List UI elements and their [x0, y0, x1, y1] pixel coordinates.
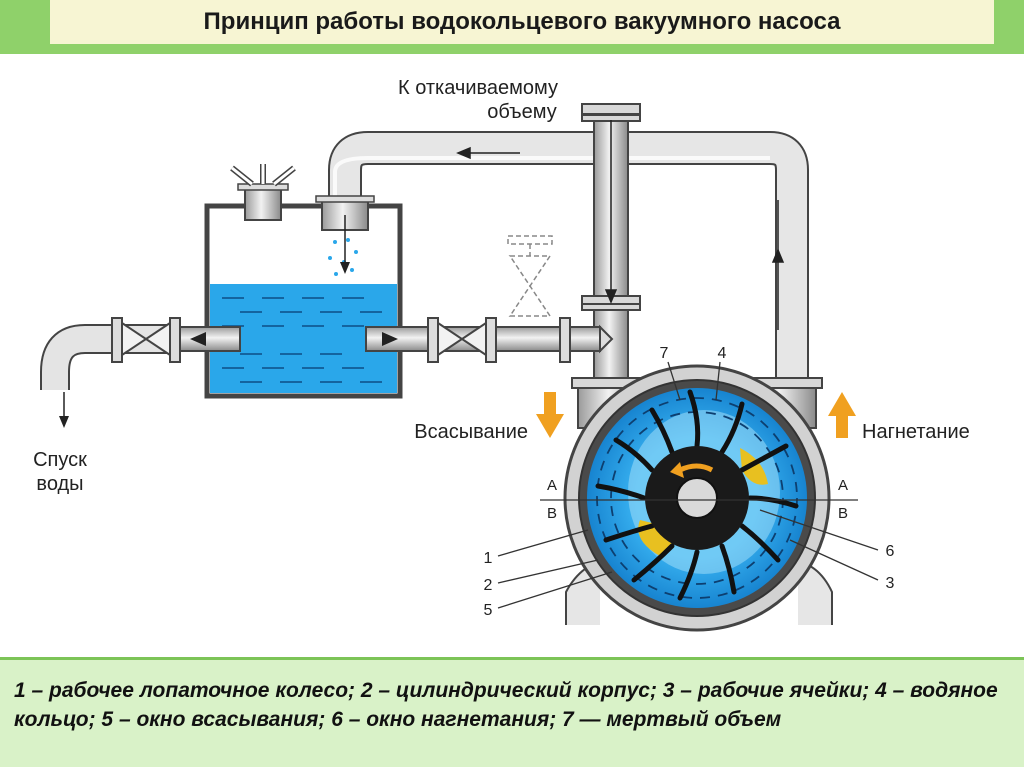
label-n7: 7	[660, 345, 669, 362]
leader-lines	[497, 361, 879, 609]
label-suction: Всасывание	[414, 421, 528, 443]
drain-pipe	[40, 317, 181, 428]
label-to-volume-1: К откачиваемому	[398, 77, 558, 99]
discharge-arrow	[828, 392, 856, 438]
label-n6: 6	[886, 543, 895, 560]
page-title: Принцип работы водокольцевого вакуумного…	[203, 8, 841, 35]
pump-diagram: К откачиваемому объему Всасывание Нагнет…	[33, 77, 970, 632]
dead-volume-upper	[740, 448, 768, 485]
water-tank	[175, 203, 429, 399]
label-n4: 4	[718, 345, 727, 362]
label-a-right: A	[838, 477, 848, 494]
label-n5: 5	[484, 602, 493, 619]
label-b-left: B	[547, 505, 557, 522]
tank-to-pump-pipe	[427, 235, 614, 363]
pump	[540, 364, 858, 632]
label-drain-1: Спуск	[33, 449, 87, 471]
title-box: Принцип работы водокольцевого вакуумного…	[50, 0, 994, 44]
label-to-volume-2: объему	[487, 101, 557, 123]
label-a-left: A	[547, 477, 557, 494]
impeller-blades	[595, 389, 799, 601]
legend-text: 1 – рабочее лопаточное колесо; 2 – цилин…	[14, 679, 998, 731]
label-b-right: B	[838, 505, 848, 522]
label-n1: 1	[484, 550, 493, 567]
label-drain-2: воды	[36, 473, 83, 495]
label-discharge: Нагнетание	[862, 421, 970, 443]
label-n3: 3	[886, 575, 895, 592]
label-n2: 2	[484, 577, 493, 594]
legend-box: 1 – рабочее лопаточное колесо; 2 – цилин…	[0, 657, 1024, 767]
suction-arrow	[536, 392, 564, 438]
tank-inlet	[315, 195, 375, 276]
vent	[230, 164, 296, 221]
top-pipe-loop	[328, 131, 809, 380]
flow-arrows	[456, 120, 785, 330]
title-frame: Принцип работы водокольцевого вакуумного…	[0, 0, 1024, 54]
